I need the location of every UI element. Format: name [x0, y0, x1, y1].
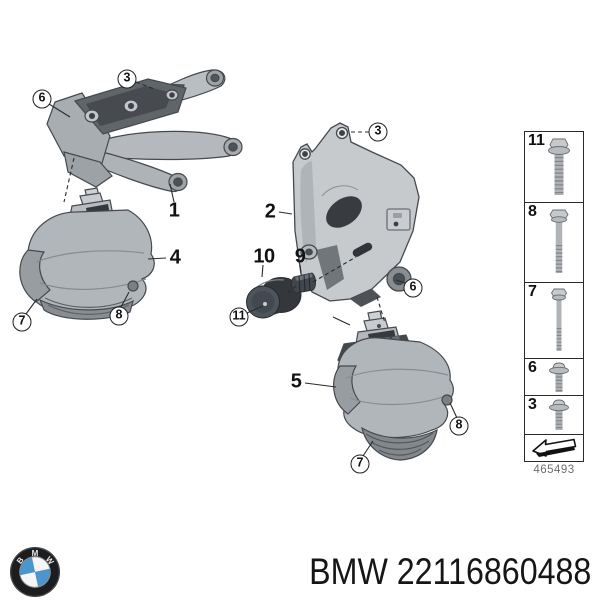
hex-bolt-icon: [549, 209, 569, 274]
callout-10-damper[interactable]: 10: [253, 245, 275, 268]
bmw-logo[interactable]: B M W: [7, 545, 63, 600]
callout-8-mount-left[interactable]: 8: [109, 306, 129, 326]
legend-row-8[interactable]: 8: [525, 203, 583, 283]
callout-1-support-arm[interactable]: 1: [168, 199, 180, 222]
legend-row-3[interactable]: 3: [525, 396, 583, 435]
bmw-letter-m: M: [32, 549, 39, 558]
legend-label-6: 6: [528, 359, 537, 377]
fastener-legend: 11 8 7: [524, 131, 584, 462]
bmw-letter-b: B: [15, 555, 26, 565]
installation-direction-arrow-icon: [532, 438, 577, 457]
part-9-bushing-drawing[interactable]: [291, 272, 316, 294]
legend-row-11[interactable]: 11: [525, 132, 583, 203]
callout-7-mount-right[interactable]: 7: [350, 454, 370, 474]
legend-label-8: 8: [528, 202, 537, 220]
bmw-letter-w: W: [44, 555, 56, 567]
legend-row-7[interactable]: 7: [525, 283, 583, 360]
callout-6-support-arm[interactable]: 6: [32, 89, 52, 109]
hex-bolt-long-icon: [550, 288, 568, 352]
callout-5-mount-right[interactable]: 5: [290, 370, 302, 393]
part-4-engine-mount-left-drawing[interactable]: [19, 187, 155, 320]
legend-label-11: 11: [528, 132, 545, 149]
legend-label-7: 7: [528, 282, 537, 300]
washer-screw-icon: [549, 399, 569, 431]
callout-11-damper-screw[interactable]: 11: [229, 307, 249, 327]
callout-7-mount-left[interactable]: 7: [12, 312, 32, 332]
flange-bolt-icon: [548, 138, 570, 195]
legend-row-direction: [525, 435, 583, 461]
legend-label-3: 3: [528, 396, 537, 414]
callout-4-mount-left[interactable]: 4: [169, 246, 181, 269]
callout-8-mount-right[interactable]: 8: [449, 416, 469, 436]
part-1-engine-support-arm-drawing[interactable]: [46, 69, 243, 193]
callout-9-bushing[interactable]: 9: [294, 245, 306, 268]
callout-3-support-arm[interactable]: 3: [117, 69, 137, 89]
part-10-vibration-damper-drawing[interactable]: [246, 277, 302, 319]
part-number-label: BMW 22116860488: [308, 551, 591, 592]
diagram-number: 465493: [533, 464, 575, 476]
part-2-engine-support-bracket-drawing[interactable]: [292, 122, 420, 307]
legend-row-6[interactable]: 6: [525, 359, 583, 397]
callout-leader-lines: [25, 103, 458, 457]
callout-2-bracket[interactable]: 2: [264, 200, 276, 223]
part-5-engine-mount-right-drawing[interactable]: [333, 310, 454, 461]
callout-6-bracket[interactable]: 6: [403, 278, 423, 298]
washer-screw-icon: [549, 362, 569, 392]
callout-3-bracket[interactable]: 3: [368, 122, 388, 142]
assembly-dashed-lines: [63, 81, 386, 324]
